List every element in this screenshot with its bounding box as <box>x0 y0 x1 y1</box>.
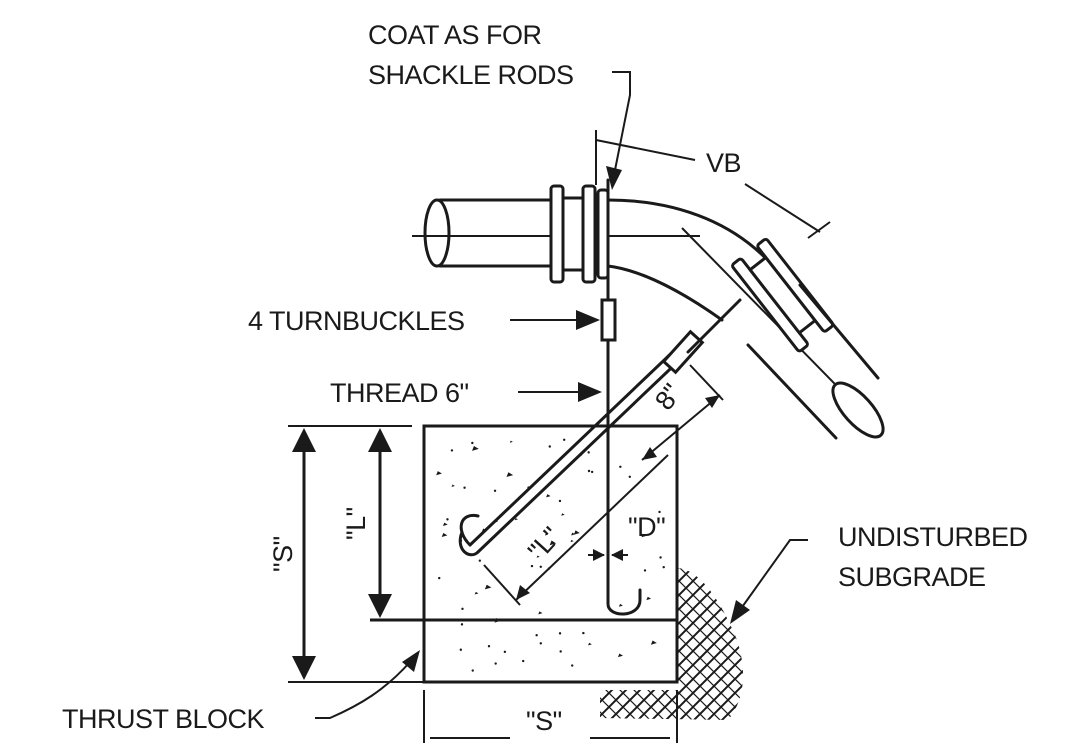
subgrade-hatch <box>600 568 744 720</box>
pipe-flanges <box>549 184 610 284</box>
aggregate-speck <box>494 662 497 665</box>
aggregate-speck <box>618 603 623 607</box>
aggregate-speck <box>587 469 591 473</box>
subgrade-label: SUBGRADE <box>838 562 986 592</box>
aggregate-speck <box>662 565 665 569</box>
bottom-dimension <box>423 690 678 743</box>
d-label: "D" <box>628 512 665 542</box>
aggregate-speck <box>617 653 624 658</box>
aggregate-speck <box>436 471 442 476</box>
aggregate-speck <box>446 518 449 521</box>
aggregate-speck <box>573 530 580 535</box>
aggregate-speck <box>619 465 622 468</box>
aggregate-speck <box>546 494 551 498</box>
aggregate-speck <box>442 522 448 526</box>
aggregate-speck <box>471 669 474 672</box>
aggregate-speck <box>582 631 585 635</box>
l-rod-dimension <box>483 454 669 606</box>
aggregate-speck <box>562 438 566 441</box>
eight-inch-dimension <box>641 364 724 461</box>
aggregate-speck <box>558 632 562 635</box>
aggregate-speck <box>536 555 540 558</box>
aggregate-speck <box>471 441 474 445</box>
d-dimension <box>588 549 628 561</box>
left-dimensions <box>288 425 424 683</box>
aggregate-speck <box>438 576 441 580</box>
thread-label: THREAD 6" <box>330 378 469 408</box>
aggregate-speck <box>559 650 562 653</box>
aggregate-speck <box>535 634 538 637</box>
aggregate-speck <box>538 611 543 615</box>
s-bottom-label: "S" <box>526 706 562 736</box>
aggregate-speck <box>530 564 534 568</box>
aggregate-speck <box>450 449 454 452</box>
angled-pipe <box>746 283 885 440</box>
vertical-shackle-rod <box>600 178 642 616</box>
aggregate-speck <box>478 559 482 562</box>
s-left-label: "S" <box>268 536 298 572</box>
aggregate-speck <box>646 596 652 601</box>
vb-dimension <box>595 130 831 239</box>
aggregate-speck <box>441 532 448 537</box>
aggregate-speck <box>548 445 551 448</box>
aggregate-speck <box>628 475 631 479</box>
aggregate-speck <box>558 499 562 503</box>
aggregate-speck <box>544 533 548 536</box>
aggregate-speck <box>503 650 507 654</box>
aggregate-speck <box>514 518 518 521</box>
aggregate-speck <box>659 556 662 559</box>
leaders <box>315 71 808 719</box>
aggregate-speck <box>570 539 574 543</box>
aggregate-speck <box>539 565 542 569</box>
aggregate-speck <box>561 513 565 516</box>
diagonal-shackle-rod <box>458 298 742 557</box>
aggregate-speck <box>472 446 479 451</box>
aggregate-speck <box>509 440 513 443</box>
aggregate-speck <box>658 510 661 514</box>
aggregate-speck <box>571 532 576 536</box>
concrete-aggregate <box>436 438 665 672</box>
aggregate-speck <box>539 642 542 645</box>
bend-flanges <box>731 237 835 353</box>
coat-label-line2-text: SHACKLE RODS <box>368 60 574 90</box>
vb-label: VB <box>706 148 741 178</box>
aggregate-speck <box>459 648 463 651</box>
aggregate-speck <box>493 489 497 493</box>
aggregate-speck <box>506 472 514 477</box>
l-left-label: "L" <box>341 507 371 540</box>
aggregate-speck <box>461 607 464 611</box>
aggregate-speck <box>643 569 647 572</box>
aggregate-speck <box>590 470 594 474</box>
aggregate-speck <box>587 451 590 454</box>
aggregate-speck <box>549 540 557 546</box>
turnbuckles-label: 4 TURNBUCKLES <box>248 306 465 336</box>
aggregate-speck <box>484 584 492 590</box>
coat-label-line1: COAT AS FOR <box>368 20 542 50</box>
aggregate-speck <box>474 591 479 595</box>
thrust-block-label: THRUST BLOCK <box>62 704 265 734</box>
aggregate-speck <box>641 533 647 538</box>
aggregate-speck <box>494 617 501 623</box>
aggregate-speck <box>451 484 455 487</box>
aggregate-speck <box>460 623 464 626</box>
aggregate-speck <box>487 644 491 648</box>
aggregate-speck <box>650 640 657 645</box>
aggregate-speck <box>521 659 525 663</box>
undisturbed-label: UNDISTURBED <box>838 522 1028 552</box>
aggregate-speck <box>571 664 574 667</box>
aggregate-speck <box>463 486 466 489</box>
aggregate-speck <box>588 642 592 646</box>
